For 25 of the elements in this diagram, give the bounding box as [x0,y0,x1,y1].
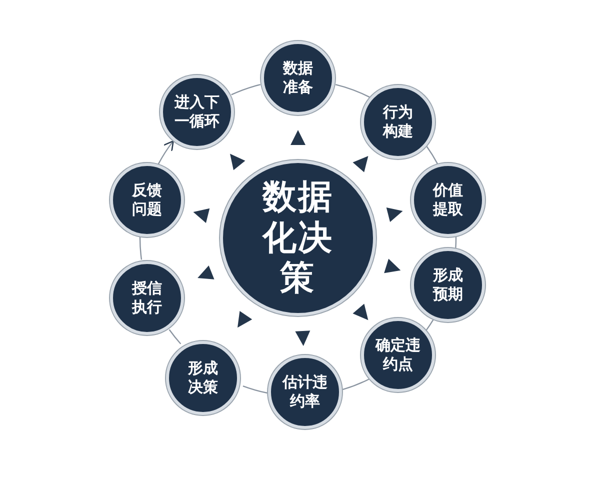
ring-connector [335,84,370,98]
center-title: 数据化决策 [261,176,335,300]
ring-connector [455,236,457,248]
ring-connector [426,146,438,164]
step-label: 确定违约点 [374,336,422,374]
step-label: 数据准备 [282,58,314,98]
direction-triangle [294,330,311,346]
step-label: 行为构建 [382,102,414,142]
ring-connector [139,237,142,260]
step-label: 估计违约率 [281,372,328,412]
step-label: 授信执行 [130,278,163,318]
direction-triangle [386,205,403,222]
ring-connector [342,378,370,390]
step-label: 形成决策 [186,358,219,398]
ring-connector [158,140,174,164]
direction-triangle [354,306,371,322]
step-label: 形成预期 [432,266,464,304]
step-label: 进入下一循环 [173,92,220,132]
direction-triangle [227,152,244,168]
direction-triangle [193,206,210,222]
direction-triangle [290,130,306,146]
step-label: 反馈问题 [130,180,163,220]
ring-connector [242,386,268,394]
direction-triangle [385,260,402,276]
step-label: 价值提取 [432,180,464,220]
